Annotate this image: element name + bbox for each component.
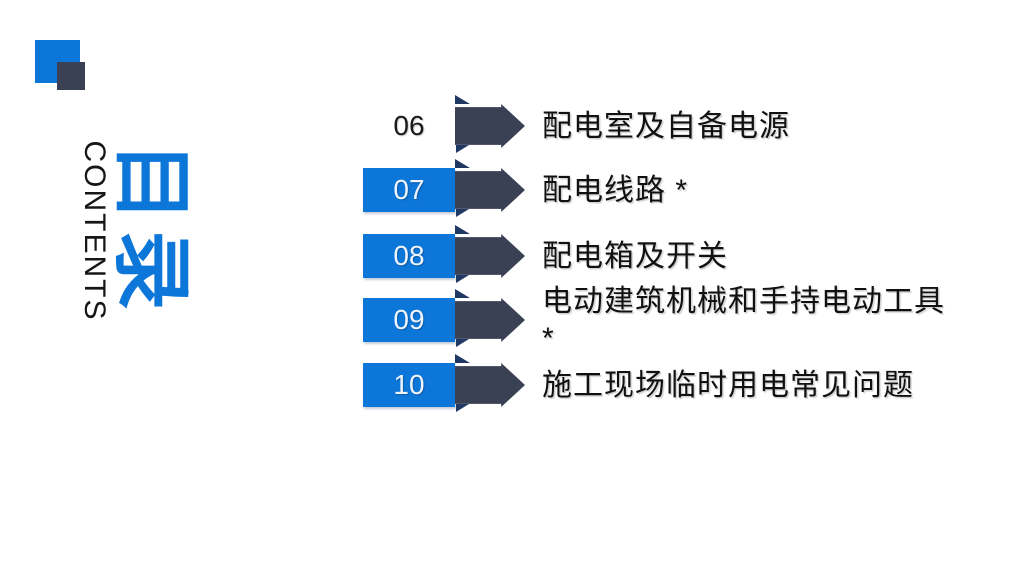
arrow-accent-bottom-triangle xyxy=(456,404,469,412)
decor-dark-square xyxy=(57,62,85,90)
toc-item-label-06[interactable]: 配电室及自备电源 xyxy=(542,109,790,143)
toc-item-label-09[interactable]: 电动建筑机械和手持电动工具 * xyxy=(542,285,945,355)
toc-item-number-07[interactable]: 07 xyxy=(363,168,455,212)
arrow-accent-top-triangle xyxy=(455,159,470,168)
arrow-accent-top-triangle xyxy=(455,225,470,234)
right-arrow-icon xyxy=(455,363,525,407)
arrow-accent-bottom-triangle xyxy=(456,339,469,347)
toc-item-number-10[interactable]: 10 xyxy=(363,363,455,407)
arrow-accent-bottom-triangle xyxy=(456,209,469,217)
toc-item-number-08[interactable]: 08 xyxy=(363,234,455,278)
right-arrow-icon xyxy=(455,234,525,278)
arrow-accent-bottom-triangle xyxy=(456,145,469,153)
right-arrow-icon xyxy=(455,168,525,212)
arrow-accent-top-triangle xyxy=(455,289,470,298)
arrow-accent-bottom-triangle xyxy=(456,275,469,283)
right-arrow-icon xyxy=(455,298,525,342)
toc-item-label-08[interactable]: 配电箱及开关 xyxy=(542,239,728,273)
toc-item-number-06[interactable]: 06 xyxy=(393,110,425,141)
toc-item-number-09[interactable]: 09 xyxy=(363,298,455,342)
arrow-accent-top-triangle xyxy=(455,95,470,104)
contents-title-cn: 目录 xyxy=(107,142,196,318)
arrow-accent-top-triangle xyxy=(455,354,470,363)
toc-item-label-07[interactable]: 配电线路 * xyxy=(542,173,689,207)
right-arrow-icon xyxy=(455,104,525,148)
toc-item-label-10[interactable]: 施工现场临时用电常见问题 xyxy=(542,368,914,402)
